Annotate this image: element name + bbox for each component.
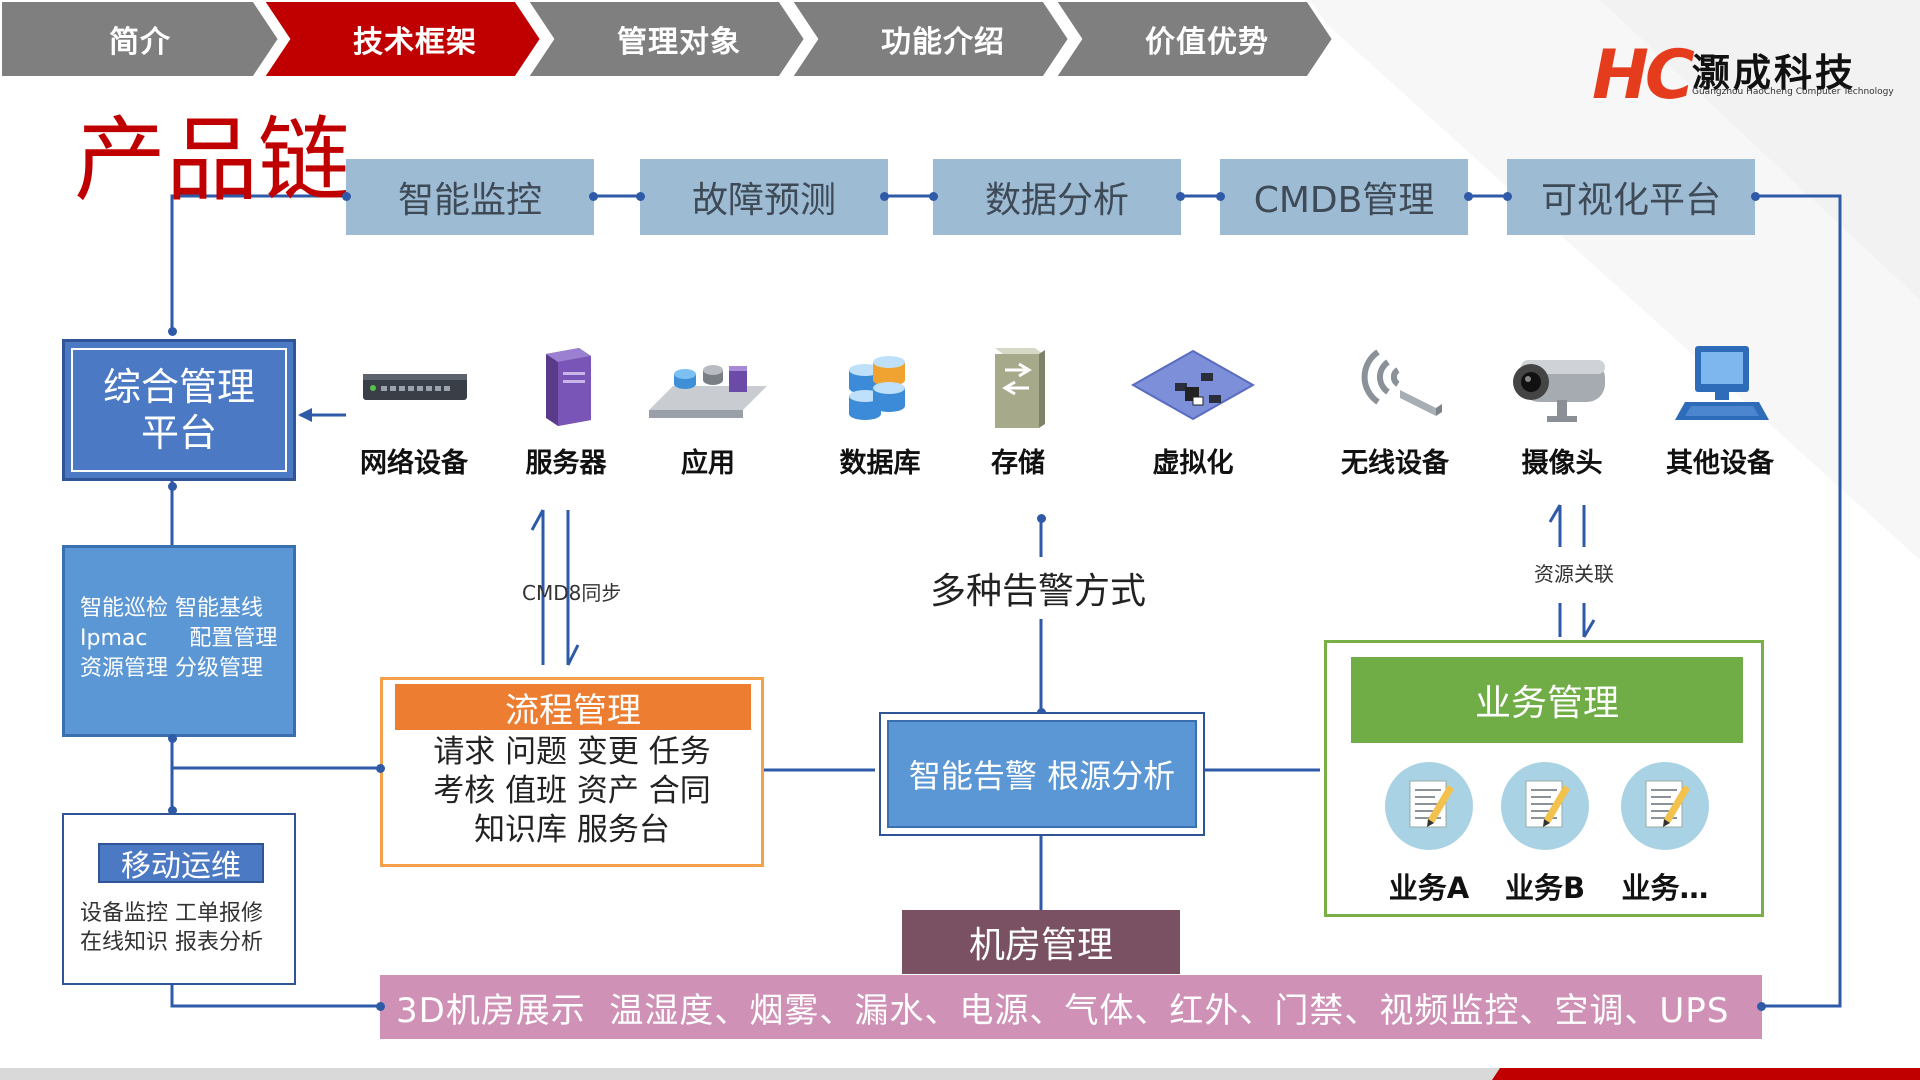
connector-dot [1037, 514, 1046, 523]
nav-tab-label: 简介 [109, 25, 171, 60]
device-label: 虚拟化 [1152, 448, 1234, 479]
connector-dot [1176, 192, 1185, 201]
platform-line-1: 综合管理 [102, 365, 255, 409]
wireless-icon [1325, 338, 1465, 432]
server-icon [496, 338, 636, 432]
business-management-panel: 业务管理 业务A 业务B 业务… [1324, 640, 1764, 917]
nav-tab-label: 功能介绍 [881, 25, 1005, 60]
connector-dot [636, 192, 645, 201]
alert-methods: 多种告警方式 [913, 557, 1163, 619]
feature-row: 资源管理 分级管理 [80, 656, 263, 681]
process-title: 流程管理 [395, 684, 751, 731]
document-edit-icon [1500, 761, 1590, 851]
virtualization-icon [1123, 338, 1263, 432]
device-label: 数据库 [839, 448, 921, 479]
mobile-ops-title: 移动运维 [98, 843, 264, 884]
platform-features: 智能巡检 智能基线 Ipmac 配置管理 资源管理 分级管理 [62, 545, 296, 737]
connector-dot [168, 806, 177, 815]
nav-tab-5[interactable]: 价值优势 [1054, 0, 1334, 78]
connector-dot [168, 327, 177, 336]
business-item-label: 业务A [1388, 871, 1470, 905]
storage-icon [948, 338, 1088, 432]
datacenter-features-band: 3D机房展示 温湿度、烟雾、漏水、电源、气体、红外、门禁、视频监控、空调、UPS [380, 975, 1762, 1039]
integrated-platform: 综合管理 平台 [62, 339, 296, 481]
datacenter-features: 3D机房展示 温湿度、烟雾、漏水、电源、气体、红外、门禁、视频监控、空调、UPS [396, 990, 1730, 1031]
connector-dot [1503, 192, 1512, 201]
connector-dot [880, 192, 889, 201]
nav-tab-1[interactable]: 简介 [0, 0, 280, 78]
connector-dot [1464, 192, 1473, 201]
mobile-ops-panel: 移动运维 设备监控 工单报修 在线知识 报表分析 [62, 813, 296, 985]
page-title: 产品链 [74, 107, 351, 214]
datacenter-title: 机房管理 [902, 910, 1180, 974]
connector-dot [342, 192, 351, 201]
database-icon [810, 338, 950, 432]
nav-tab-4[interactable]: 功能介绍 [790, 0, 1070, 78]
cmdb-sync-label: CMD8同步 [522, 581, 622, 605]
connector-dot [1757, 1002, 1766, 1011]
document-edit-icon [1384, 761, 1474, 851]
nav-tab-label: 管理对象 [617, 25, 741, 60]
connector-dot [1751, 192, 1760, 201]
device-label: 其他设备 [1666, 448, 1774, 479]
device-label: 网络设备 [360, 448, 468, 479]
process-row: 请求 问题 变更 任务 [433, 734, 711, 770]
mobile-ops-row: 在线知识 报表分析 [80, 930, 263, 955]
nav-tab-label: 技术框架 [353, 25, 477, 60]
platform-line-2: 平台 [140, 411, 217, 455]
chain-fault-prediction-box: 故障预测 [640, 159, 888, 235]
logo-name: 灏成科技 [1692, 51, 1857, 95]
feature-row: 智能巡检 智能基线 [80, 596, 263, 621]
connector-dot [376, 764, 385, 773]
device-label: 存储 [991, 448, 1045, 479]
connector-dot [168, 734, 177, 743]
connector-dot [376, 1002, 385, 1011]
business-item-label: 业务B [1504, 871, 1586, 905]
computer-icon [1650, 338, 1790, 432]
connector-dot [589, 192, 598, 201]
chain-visualization-platform-box: 可视化平台 [1507, 159, 1755, 235]
process-management-panel: 流程管理 请求 问题 变更 任务 考核 值班 资产 合同 知识库 服务台 [380, 677, 764, 867]
business-title: 业务管理 [1351, 657, 1743, 743]
connector-dot [168, 482, 177, 491]
logo-subtitle: Guangzhou HaoCheng Computer Technology [1692, 87, 1894, 97]
nav-tab-label: 价值优势 [1145, 25, 1269, 60]
connector-dot [929, 192, 938, 201]
logo-mark: HC [1592, 36, 1695, 115]
document-edit-icon [1620, 761, 1710, 851]
camera-icon [1492, 338, 1632, 432]
network-switch-icon [344, 338, 484, 432]
chain-cmdb-management-box: CMDB管理 [1220, 159, 1468, 235]
nav-tab-3[interactable]: 管理对象 [526, 0, 806, 78]
device-label: 应用 [681, 448, 735, 479]
smart-alert-box: 智能告警 根源分析 [887, 720, 1197, 828]
nav-tab-2[interactable]: 技术框架 [262, 0, 542, 78]
process-row: 知识库 服务台 [474, 812, 670, 848]
device-label: 摄像头 [1521, 448, 1603, 479]
connector-dot [1216, 192, 1225, 201]
top-navigation: 简介 技术框架 管理对象 功能介绍 价值优势 [0, 0, 1340, 78]
device-label: 服务器 [525, 448, 607, 479]
feature-row: Ipmac 配置管理 [80, 626, 278, 651]
company-logo: HC 灏成科技 Guangzhou HaoCheng Computer Tech… [1592, 36, 1894, 110]
chain-data-analysis-box: 数据分析 [933, 159, 1181, 235]
business-item-label: 业务… [1621, 871, 1709, 905]
mobile-ops-row: 设备监控 工单报修 [80, 901, 263, 926]
chain-smart-monitoring-box: 智能监控 [346, 159, 594, 235]
device-label: 无线设备 [1341, 448, 1449, 479]
resource-link-label: 资源关联 [1534, 562, 1614, 586]
smart-alert-frame: 智能告警 根源分析 [879, 712, 1205, 836]
application-icon [638, 338, 778, 432]
process-row: 考核 值班 资产 合同 [433, 773, 711, 809]
